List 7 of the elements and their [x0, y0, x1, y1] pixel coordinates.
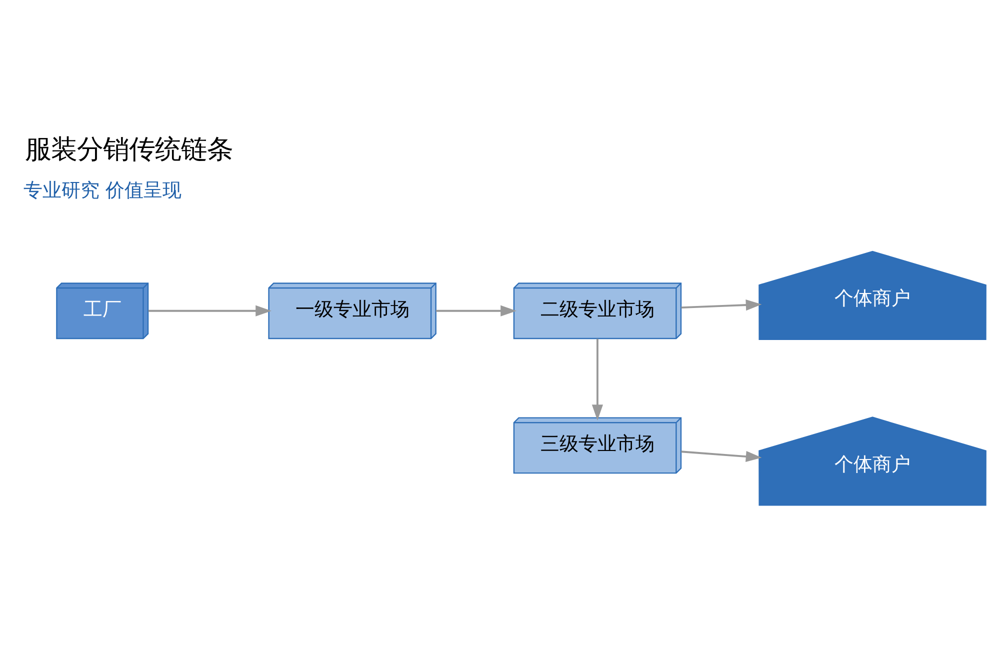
arrow [436, 304, 516, 316]
arrow [592, 338, 604, 420]
arrow [681, 298, 762, 310]
arrow [148, 304, 272, 316]
arrow [681, 450, 762, 462]
label: 专业研究 价值呈现 [23, 178, 182, 201]
diagram-title: 服装分销传统链条 [24, 133, 233, 164]
